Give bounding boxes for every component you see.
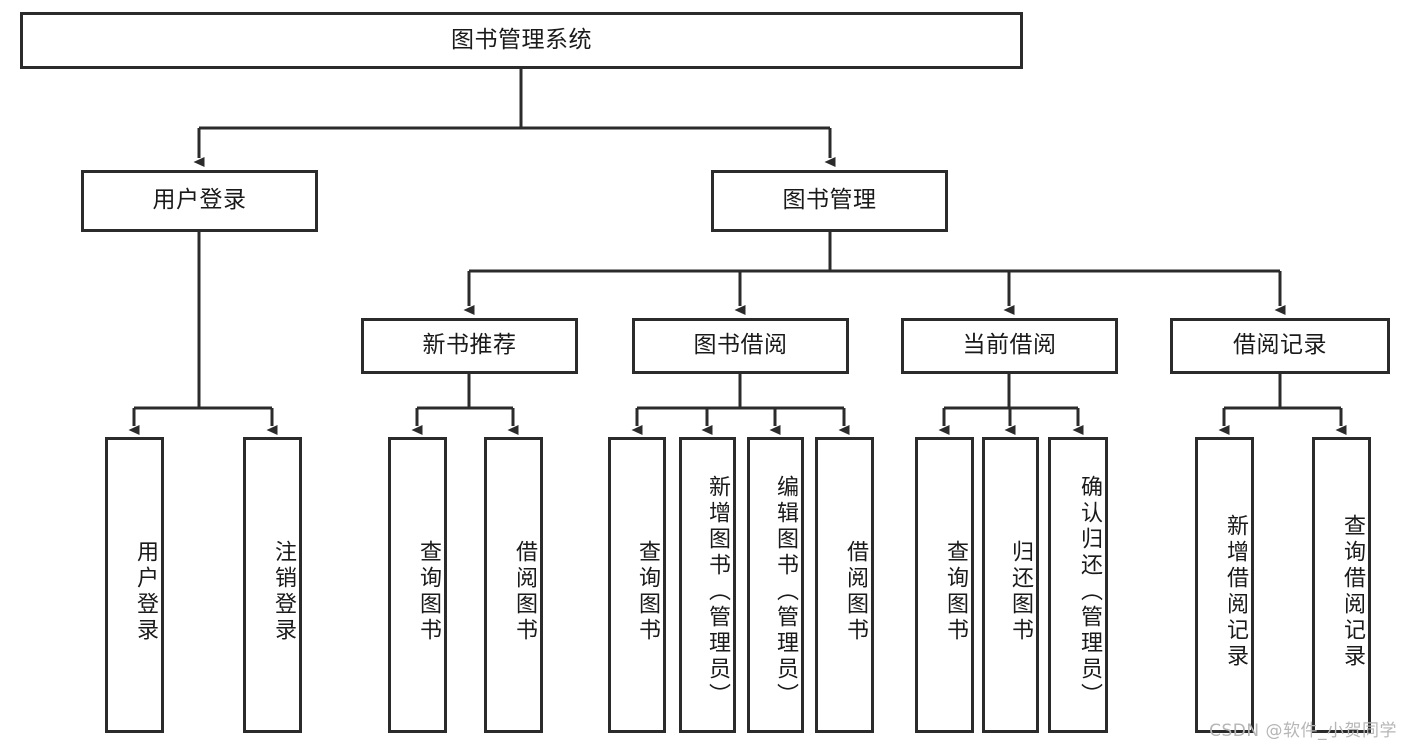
node-leaf-query-book-recommend-label: 查询图书: [416, 540, 441, 644]
node-current-borrow-label: 当前借阅: [962, 332, 1057, 359]
node-leaf-query-book-current-label: 查询图书: [943, 540, 968, 644]
node-book-manage[interactable]: 图书管理: [711, 170, 948, 232]
node-book-borrow[interactable]: 图书借阅: [632, 318, 849, 374]
node-leaf-query-borrow-record-label: 查询借阅记录: [1340, 514, 1365, 670]
csdn-watermark: CSDN @软件_小贺同学: [1209, 721, 1397, 741]
node-leaf-query-book-current[interactable]: 查询图书: [915, 437, 974, 733]
node-leaf-query-book-recommend[interactable]: 查询图书: [388, 437, 447, 733]
node-leaf-borrow-book-label: 借阅图书: [843, 540, 868, 644]
node-leaf-return-book-label: 归还图书: [1008, 540, 1033, 644]
node-leaf-edit-book-admin-label: 编辑图书（管理员）: [773, 475, 798, 709]
node-leaf-add-borrow-record-label: 新增借阅记录: [1223, 514, 1248, 670]
node-book-manage-label: 图书管理: [782, 187, 877, 214]
node-new-book-recommend[interactable]: 新书推荐: [361, 318, 578, 374]
node-new-book-recommend-label: 新书推荐: [422, 332, 517, 359]
node-book-borrow-label: 图书借阅: [693, 332, 788, 359]
node-leaf-user-logout-label: 注销登录: [271, 540, 296, 644]
node-user-login-label: 用户登录: [152, 187, 247, 214]
node-leaf-confirm-return-admin-label: 确认归还（管理员）: [1077, 475, 1102, 709]
node-current-borrow[interactable]: 当前借阅: [901, 318, 1118, 374]
node-leaf-edit-book-admin[interactable]: 编辑图书（管理员）: [747, 437, 804, 733]
node-user-login[interactable]: 用户登录: [81, 170, 318, 232]
node-leaf-borrow-book-recommend[interactable]: 借阅图书: [484, 437, 543, 733]
node-root[interactable]: 图书管理系统: [20, 12, 1023, 69]
node-borrow-record[interactable]: 借阅记录: [1170, 318, 1390, 374]
node-leaf-add-book-admin-label: 新增图书（管理员）: [705, 475, 730, 709]
node-root-label: 图书管理系统: [451, 26, 592, 53]
node-borrow-record-label: 借阅记录: [1233, 332, 1327, 359]
node-leaf-add-book-admin[interactable]: 新增图书（管理员）: [679, 437, 736, 733]
node-leaf-borrow-book[interactable]: 借阅图书: [815, 437, 874, 733]
node-leaf-borrow-book-recommend-label: 借阅图书: [512, 540, 537, 644]
node-leaf-query-borrow-record[interactable]: 查询借阅记录: [1312, 437, 1371, 733]
node-leaf-query-book-borrow-label: 查询图书: [635, 540, 660, 644]
node-leaf-user-logout[interactable]: 注销登录: [243, 437, 302, 733]
node-leaf-add-borrow-record[interactable]: 新增借阅记录: [1195, 437, 1254, 733]
node-leaf-user-login[interactable]: 用户登录: [105, 437, 164, 733]
node-leaf-query-book-borrow[interactable]: 查询图书: [608, 437, 666, 733]
node-leaf-user-login-label: 用户登录: [133, 540, 158, 644]
node-leaf-confirm-return-admin[interactable]: 确认归还（管理员）: [1048, 437, 1108, 733]
node-leaf-return-book[interactable]: 归还图书: [982, 437, 1039, 733]
